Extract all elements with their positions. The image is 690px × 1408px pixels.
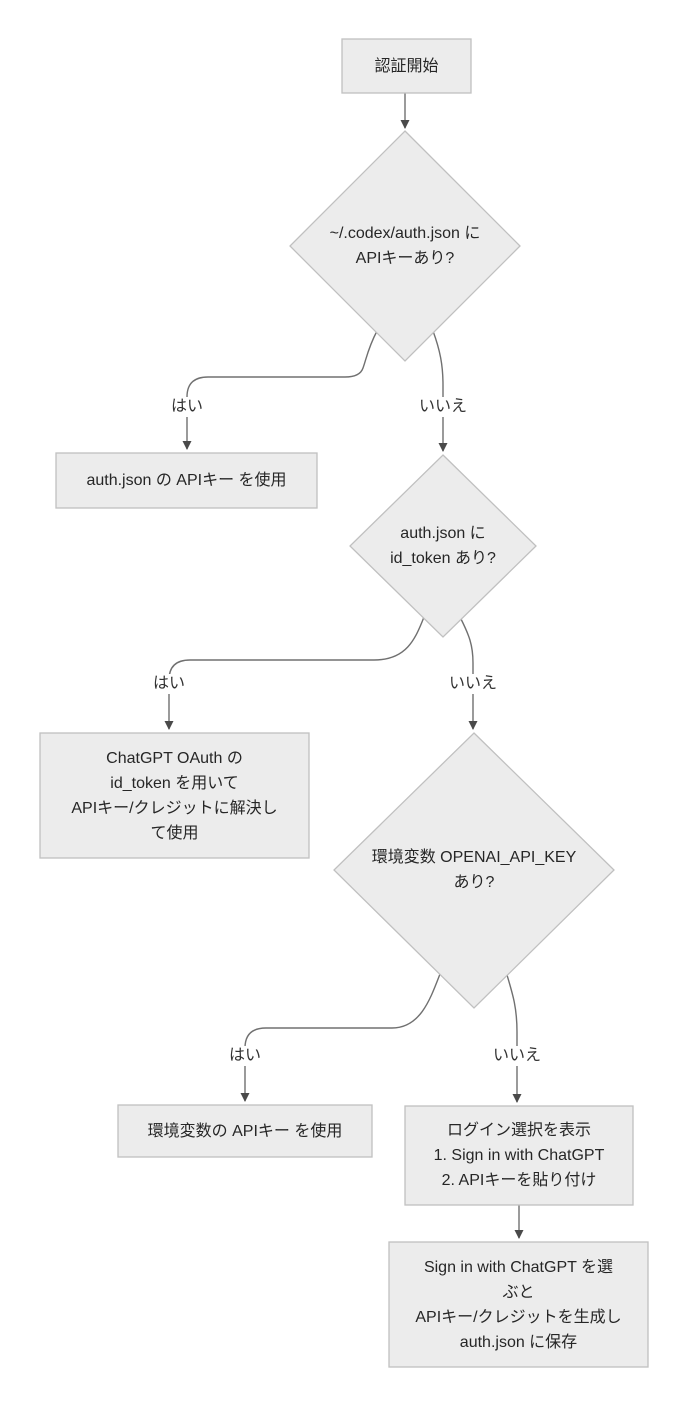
edge-label-no1: いいえ xyxy=(415,397,471,417)
node-resolve-oauth-label: ChatGPT OAuth の id_token を用いて APIキー/クレジッ… xyxy=(71,749,278,842)
edge-check3-yes xyxy=(240,973,441,1102)
node-show-login-choice-label: ログイン選択を表示 1. Sign in with ChatGPT 2. API… xyxy=(433,1122,605,1189)
nodes xyxy=(39,38,649,1368)
node-use-authjson-key-label: auth.json の APIキー を使用 xyxy=(86,472,287,489)
edge-check2-no xyxy=(460,618,478,730)
node-check-authjson-key-label: ~/.codex/auth.json に APIキーあり? xyxy=(329,225,481,267)
edge-label-yes3: はい xyxy=(225,1046,265,1066)
node-check-id-token-shape xyxy=(349,454,537,638)
node-start-shape xyxy=(341,38,472,94)
node-signin-saves-key-label: Sign in with ChatGPT を選 ぶと APIキー/クレジットを生… xyxy=(415,1258,622,1351)
edge-check3-no xyxy=(506,974,522,1103)
node-use-authjson-key-shape xyxy=(55,452,318,509)
edge-label-no3: いいえ xyxy=(489,1046,545,1066)
node-check-id-token-label: auth.json に id_token あり? xyxy=(390,525,496,567)
edge-check1-no xyxy=(432,330,448,452)
edge-label-no2: いいえ xyxy=(445,674,501,694)
node-resolve-oauth-shape xyxy=(39,732,310,859)
edge-check1-yes xyxy=(182,330,378,450)
node-signin-saves-key-shape xyxy=(388,1241,649,1368)
node-check-authjson-key-shape xyxy=(289,130,521,362)
node-start-label: 認証開始 xyxy=(374,57,439,75)
node-check-env-var-label: 環境変数 OPENAI_API_KEY あり? xyxy=(371,849,577,891)
node-show-login-choice-shape xyxy=(404,1105,634,1206)
edge-check2-yes xyxy=(164,616,425,730)
node-use-env-key-shape xyxy=(117,1104,373,1158)
edge-label-yes2: はい xyxy=(149,674,189,694)
edges xyxy=(164,93,524,1239)
node-check-env-var-shape xyxy=(333,732,615,1009)
node-use-env-key-label: 環境変数の APIキー を使用 xyxy=(147,1122,343,1140)
edge-label-yes1: はい xyxy=(167,397,207,417)
